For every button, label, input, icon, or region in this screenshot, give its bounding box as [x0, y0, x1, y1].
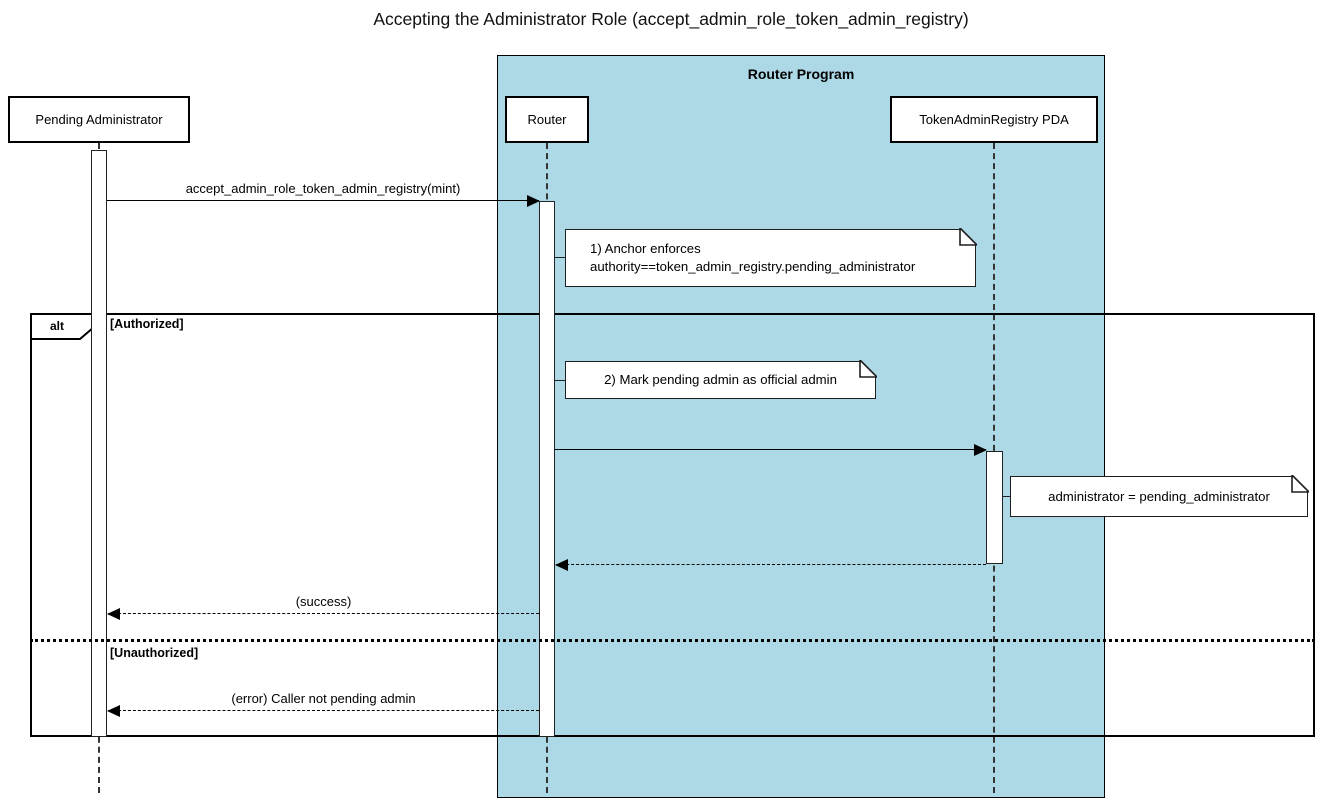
- alt-divider-line: [30, 639, 1315, 642]
- activation-pending-administrator: [91, 150, 107, 737]
- alt-operator-label: alt: [49, 319, 64, 333]
- note-fold-icon: [859, 360, 877, 378]
- note-line: authority==token_admin_registry.pending_…: [590, 259, 916, 274]
- note-mark-official-admin: 2) Mark pending admin as official admin: [565, 360, 877, 399]
- participant-router: Router: [505, 96, 589, 143]
- note-set-administrator: administrator = pending_administrator: [1010, 475, 1309, 517]
- participant-label: Router: [527, 112, 567, 127]
- participant-label: TokenAdminRegistry PDA: [919, 112, 1069, 127]
- participant-pending-administrator: Pending Administrator: [8, 96, 190, 143]
- note-fold-icon: [959, 228, 977, 246]
- guard-authorized: [Authorized]: [110, 317, 184, 331]
- activation-router: [539, 201, 555, 737]
- message-line: [555, 449, 986, 450]
- arrowhead-left-icon: [107, 607, 120, 620]
- message-line-dashed: [108, 613, 539, 614]
- alt-frame: alt [Authorized] [Unauthorized]: [30, 313, 1315, 737]
- message-line-dashed: [556, 564, 986, 565]
- guard-unauthorized: [Unauthorized]: [110, 646, 199, 660]
- note-line: administrator = pending_administrator: [1048, 488, 1270, 504]
- program-label: Router Program: [747, 66, 855, 82]
- note-body: administrator = pending_administrator: [1010, 476, 1308, 517]
- note-body: 1) Anchor enforces authority==token_admi…: [565, 229, 976, 287]
- note-connector: [554, 380, 566, 381]
- note-body: 2) Mark pending admin as official admin: [565, 361, 876, 399]
- diagram-title: Accepting the Administrator Role (accept…: [373, 9, 969, 29]
- message-label: (error) Caller not pending admin: [231, 691, 416, 706]
- note-anchor-enforces: 1) Anchor enforces authority==token_admi…: [565, 228, 977, 287]
- note-connector: [1002, 496, 1011, 497]
- participant-label: Pending Administrator: [35, 112, 163, 127]
- arrowhead-left-icon: [555, 558, 568, 571]
- note-connector: [554, 257, 566, 258]
- message-line: [107, 200, 539, 201]
- arrowhead-left-icon: [107, 704, 120, 717]
- arrowhead-right-icon: [974, 443, 987, 456]
- arrowhead-right-icon: [527, 194, 540, 207]
- message-label: accept_admin_role_token_admin_registry(m…: [185, 181, 461, 196]
- note-line: 2) Mark pending admin as official admin: [604, 372, 837, 387]
- message-label: (success): [295, 594, 352, 609]
- activation-token-admin-registry-pda: [986, 451, 1003, 564]
- message-line-dashed: [108, 710, 539, 711]
- note-line: 1) Anchor enforces: [590, 241, 701, 256]
- program-container: Router Program: [497, 55, 1105, 798]
- alt-operator-pentagon-icon: [30, 313, 95, 340]
- note-fold-icon: [1291, 475, 1309, 493]
- participant-token-admin-registry-pda: TokenAdminRegistry PDA: [890, 96, 1098, 143]
